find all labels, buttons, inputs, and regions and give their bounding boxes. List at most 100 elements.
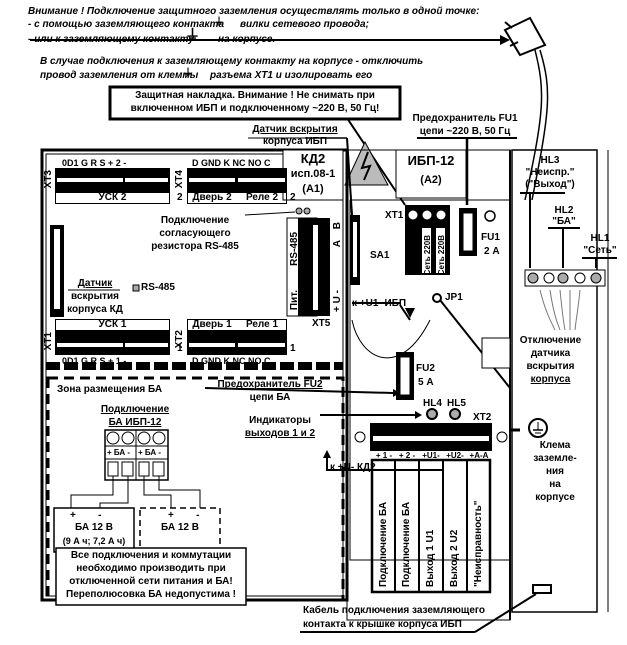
xt2-description: Подключение БА — [401, 501, 412, 587]
indicators-label-2: выходов 1 и 2 — [244, 428, 316, 439]
safety-note-1: Все подключения и коммутации — [70, 550, 232, 561]
rs485-led-label: RS-485 — [141, 282, 175, 293]
usk1-label: УСК 1 — [98, 319, 127, 330]
to-u-kd2-label: к +U- КД2 — [330, 462, 376, 473]
warning-line-5a: провод заземления от клеммы — [40, 70, 199, 81]
xt2-description: Выход 2 U2 — [449, 529, 460, 587]
hl1-label: HL1 — [590, 233, 610, 244]
fu1-label: FU1 — [481, 232, 500, 243]
fu2-title-2: цепи БА — [249, 392, 291, 403]
terminal-slot — [189, 343, 235, 347]
warning-line-1: Внимание ! Подключение защитного заземле… — [28, 6, 480, 17]
warning-line-4: В случае подключения к заземляющему конт… — [40, 56, 424, 67]
xt2-ibp-label: XT2 — [473, 412, 492, 423]
xt5-pin-a: A — [332, 240, 343, 248]
xt4-pins: D GND K NC NO C — [192, 158, 271, 168]
fu1-title-1: Предохранитель FU1 — [412, 113, 518, 124]
hl1-name: "Сеть" — [583, 245, 617, 256]
hl4-label: HL4 — [423, 398, 442, 409]
kd2-variant: исп.08-1 — [290, 168, 336, 180]
xt3-pins: 0D1 G R S + 2 - — [62, 158, 127, 168]
terminal-slot — [189, 178, 235, 182]
ground-terminal-symbol-icon: ⏚ — [183, 68, 193, 79]
xt5-pin-b: B — [332, 222, 343, 230]
xt5-power-label: Пит. — [289, 290, 300, 311]
xt4-label: XT4 — [174, 170, 185, 189]
xt2-pin-label: + 2 - — [398, 451, 416, 460]
jp1-label: JP1 — [445, 292, 463, 303]
xt2-description: Подключение БА — [378, 501, 389, 587]
ground-label-1: Клема — [539, 440, 571, 451]
board-edge — [46, 362, 343, 370]
hl3-name: "Неиспр." — [525, 167, 575, 178]
screw-icon — [484, 210, 496, 222]
xt1-mains-label-a: Сеть 220В — [423, 235, 432, 276]
hl3-label: HL3 — [540, 155, 560, 166]
terminal-slot — [125, 178, 168, 182]
terminal-slot — [57, 178, 123, 182]
safety-note-3: отключенной сети питания и БА! — [69, 576, 233, 587]
fu1-title-2: цепи ~220 В, 50 Гц — [419, 126, 511, 137]
resistor-label-2: согласующего — [159, 228, 231, 239]
cover-warning-1: Защитная накладка. Внимание ! Не снимать… — [135, 90, 375, 101]
xt5-rs485-label: RS-485 — [289, 232, 300, 266]
sensor-kd-label-2: вскрытия — [71, 291, 119, 302]
door1-relay1-label-box — [187, 319, 287, 331]
hl2-name: "БА" — [552, 216, 576, 227]
ground-label-4: на — [549, 479, 561, 490]
power-plug-icon — [503, 16, 549, 201]
warning-line-3a: - или к заземляющему контакту — [28, 34, 194, 45]
ibp-designator: (А2) — [420, 174, 442, 186]
terminal-slot — [238, 178, 285, 182]
sa1-label: SA1 — [370, 250, 390, 261]
xt5-pin-u: + U - — [332, 290, 343, 312]
usk2-label-box — [55, 192, 170, 204]
terminal-slot — [125, 343, 168, 347]
ibp-title: ИБП-12 — [407, 153, 455, 168]
ba-zone-label: Зона размещения БА — [57, 384, 163, 395]
hl5-label: HL5 — [447, 398, 466, 409]
ba-connection-label-2: БА ИБП-12 — [108, 417, 162, 428]
ground-plug-icon: ⏚ — [214, 17, 224, 28]
xt1-kd-label: XT1 — [43, 332, 54, 351]
xt5-label: XT5 — [312, 318, 331, 329]
tamper-off-label-3: вскрытия — [526, 361, 575, 372]
cable-label-2: контакта к крышке корпуса ИБП — [303, 619, 462, 630]
fu2-label: FU2 — [416, 363, 435, 374]
ground-label-3: ния — [545, 466, 565, 477]
to-u1-ibp-label: к +U1- ИБП — [352, 298, 407, 309]
ground-chassis-icon: ⏚ — [185, 27, 201, 44]
door1-label: Дверь 1 — [192, 319, 232, 330]
sensor-ibp-label-1: Датчик вскрытия — [252, 124, 338, 135]
tamper-off-label-1: Отключение — [519, 335, 582, 346]
ba-terminal-1: + БА - — [107, 448, 131, 457]
xt3-label: XT3 — [43, 170, 54, 189]
terminal-slot — [57, 343, 123, 347]
sensor-ibp-label-2: корпуса ИБП — [262, 136, 328, 147]
warning-line-2b: вилки сетевого провода; — [240, 19, 369, 30]
xt4-index: 2 — [177, 192, 183, 203]
indicators-label-1: Индикаторы — [249, 415, 311, 426]
hl2-label: HL2 — [554, 205, 574, 216]
sensor-kd-label-1: Датчик — [77, 278, 113, 289]
warning-line-2a: - с помощью заземляющего контакта — [28, 19, 225, 30]
battery2-polarity: + - — [168, 510, 200, 521]
ba-terminal-2: + БА - — [138, 448, 162, 457]
xt1-mains-label-b: Сеть 220В — [437, 235, 446, 276]
xt4-index-2: 2 — [290, 192, 296, 203]
ground-label-5: корпусе — [535, 492, 575, 503]
sensor-kd-label-3: корпуса КД — [67, 304, 123, 315]
xt2-pin-label: +U1- — [422, 451, 440, 460]
safety-note-2: необходимо производить при — [76, 563, 226, 574]
battery1-label: БА 12 В — [75, 522, 113, 533]
high-voltage-warning-icon — [344, 140, 389, 186]
door2-relay2-label-box — [187, 192, 287, 204]
xt2-pin-label: + 1 - — [375, 451, 393, 460]
battery2-label: БА 12 В — [161, 522, 199, 533]
cover-warning-2: включенном ИБП и подключенному ~220 В, 5… — [130, 103, 380, 114]
terminal-slot — [238, 343, 285, 347]
battery1-polarity: + - — [70, 510, 102, 521]
xt1-kd-pins: 0D1 G R S + 1 - — [62, 356, 127, 366]
tamper-off-label-2: датчика — [530, 348, 571, 359]
xt2-description: Выход 1 U1 — [425, 529, 436, 587]
